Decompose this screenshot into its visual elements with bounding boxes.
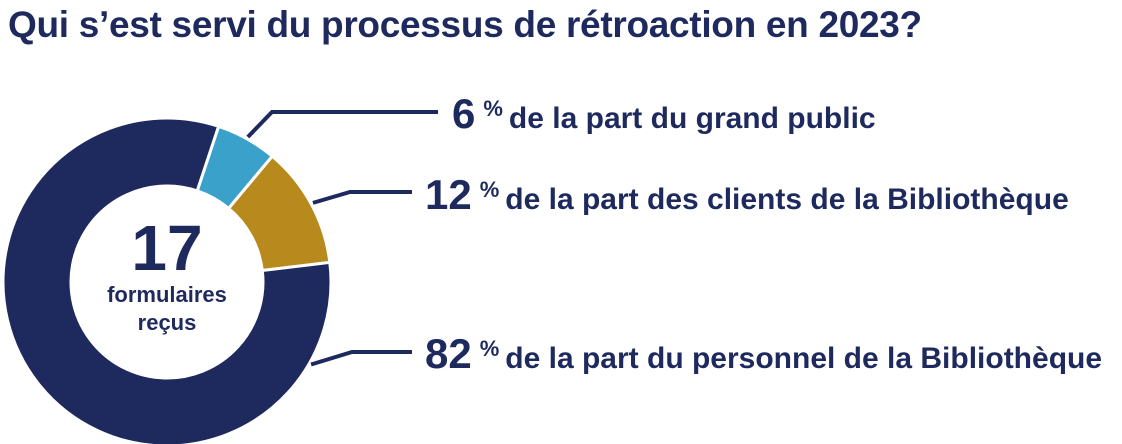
donut-slices [1, 116, 333, 444]
callout-staff-label: de la part du personnel de la Bibliothèq… [505, 342, 1103, 375]
callout-public-value: 6 [452, 90, 476, 137]
callout-staff: 82 % de la part du personnel de la Bibli… [425, 330, 1102, 378]
leader-line-public [246, 110, 438, 139]
callout-staff-percent: % [479, 336, 500, 361]
center-label-line2: reçus [138, 310, 197, 335]
center-total: 17 [131, 212, 202, 284]
slice-staff [1, 116, 333, 444]
callout-clients-value: 12 [425, 171, 472, 218]
leader-line-clients [312, 190, 412, 205]
callout-public-percent: % [483, 96, 503, 121]
leader-lines [246, 110, 438, 367]
leader-line-staff [310, 350, 412, 367]
chart-title: Qui s’est servi du processus de rétroact… [8, 4, 922, 45]
center-label-line1: formulaires [107, 282, 227, 307]
callout-public: 6 % de la part du grand public [452, 90, 876, 138]
callout-clients-percent: % [479, 177, 500, 202]
callout-clients-label: de la part des clients de la Bibliothèqu… [505, 183, 1069, 216]
callout-clients: 12 % de la part des clients de la Biblio… [425, 171, 1069, 219]
callout-public-label: de la part du grand public [508, 102, 876, 135]
callout-staff-value: 82 [425, 330, 472, 377]
